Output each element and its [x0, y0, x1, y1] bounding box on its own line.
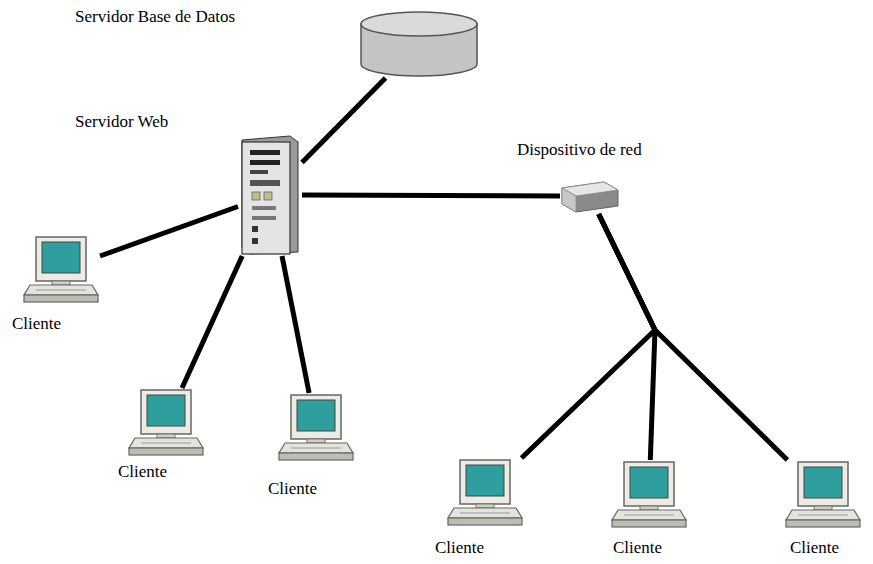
network-cable	[302, 193, 560, 199]
client-computer	[784, 460, 862, 530]
node-label: Cliente	[12, 314, 61, 334]
network-cable	[599, 214, 788, 460]
node-label: Servidor Base de Datos	[75, 7, 235, 27]
node-label: Cliente	[268, 479, 317, 499]
db-node: Servidor Base de Datos	[75, 5, 480, 80]
network-cable	[282, 256, 309, 393]
node-label: Cliente	[790, 538, 839, 558]
network-cable	[182, 256, 242, 388]
network-cable	[100, 207, 238, 257]
network-cable	[599, 214, 655, 460]
client-node: Cliente	[605, 460, 700, 562]
client-node: Cliente	[10, 232, 105, 342]
client-node: Cliente	[780, 460, 868, 562]
node-label: Cliente	[435, 538, 484, 558]
server-node: Servidor Web	[75, 112, 305, 260]
database-cylinder	[358, 10, 480, 78]
client-computer	[22, 235, 100, 305]
client-computer	[277, 393, 355, 463]
client-node: Cliente	[115, 388, 210, 488]
node-label: Cliente	[613, 538, 662, 558]
device-node: Dispositivo de red	[515, 140, 644, 218]
network-cable	[302, 78, 386, 163]
client-computer	[446, 458, 524, 528]
web-server-tower	[238, 134, 302, 256]
client-node: Cliente	[432, 458, 527, 562]
client-computer	[610, 460, 688, 530]
node-label: Cliente	[118, 462, 167, 482]
node-label: Dispositivo de red	[517, 140, 642, 160]
network-cable	[522, 214, 656, 458]
node-label: Servidor Web	[75, 112, 168, 132]
network-device	[560, 178, 620, 214]
client-computer	[127, 388, 205, 458]
client-node: Cliente	[265, 393, 360, 503]
